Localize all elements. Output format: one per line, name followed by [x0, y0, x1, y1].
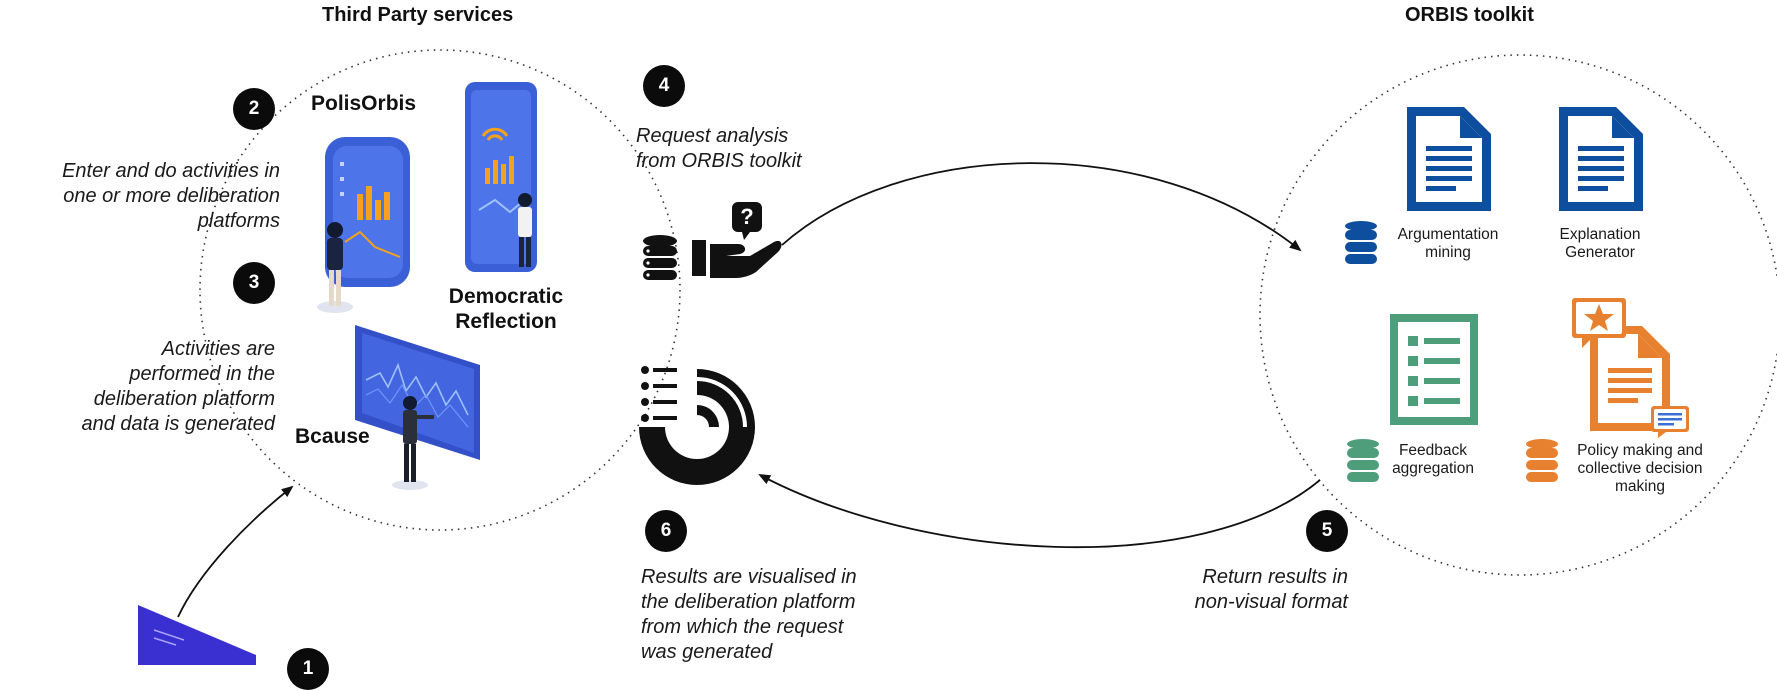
step-text-line: non-visual format — [1194, 591, 1348, 613]
step6-text: Results are visualised in the deliberati… — [641, 565, 857, 665]
tool-label-feedback: Feedback aggregation — [1378, 442, 1488, 478]
svg-text:?: ? — [740, 204, 753, 229]
arrow-request — [781, 162, 1302, 252]
laptop-illustration — [138, 605, 256, 665]
tablet-chart-illustration — [317, 137, 410, 313]
arrow-return — [758, 474, 1321, 549]
orbis-toolkit-circle — [1259, 54, 1777, 576]
step-text-line: performed in the — [129, 363, 275, 385]
arrow-enter — [177, 485, 294, 618]
database-icon — [1347, 439, 1379, 482]
step5-text: Return results in non-visual format — [1095, 565, 1348, 615]
third-party-circle — [199, 49, 681, 531]
tool-label-policy: Policy making and collective decision ma… — [1558, 442, 1722, 496]
tool-label-line: aggregation — [1392, 460, 1474, 477]
step-text-line: was generated — [641, 641, 773, 663]
step-text-line: Results are visualised in — [641, 566, 857, 588]
step-text-line: the deliberation platform — [641, 591, 856, 613]
tool-label-line: mining — [1425, 244, 1471, 261]
star-document-icon — [1572, 298, 1670, 431]
document-icon — [1559, 107, 1643, 211]
step-text-line: and data is generated — [81, 413, 276, 435]
chat-bubble-icon — [1651, 406, 1689, 438]
donut-chart-icon — [639, 369, 755, 485]
step-text-line: one or more deliberation — [63, 185, 280, 207]
step-text-line: Return results in — [1202, 566, 1348, 588]
wide-screen-chart-illustration — [355, 325, 480, 490]
tool-label-line: making — [1615, 478, 1665, 495]
step-badge-2: 2 — [233, 88, 275, 130]
database-icon — [643, 235, 677, 280]
platform-label-democratic-reflection: Democratic Reflection — [436, 284, 576, 334]
step-text-line: Request analysis — [636, 125, 789, 147]
hand-question-icon: ? — [692, 202, 782, 278]
checklist-icon — [1390, 314, 1478, 425]
step-text-line: from which the request — [641, 616, 844, 638]
database-icon — [1526, 439, 1558, 482]
tool-label-line: Explanation — [1559, 226, 1641, 243]
step-badge-5: 5 — [1306, 510, 1348, 552]
step-badge-6: 6 — [645, 510, 687, 552]
tool-label-line: Feedback — [1398, 442, 1468, 459]
step-text-line: deliberation platform — [93, 388, 275, 410]
third-party-title: Third Party services — [322, 4, 514, 26]
step-badge-1: 1 — [287, 648, 329, 690]
step-text-line: Enter and do activities in — [62, 160, 280, 182]
orbis-toolkit-title: ORBIS toolkit — [1405, 4, 1534, 26]
step-text-line: Activities are — [161, 338, 275, 360]
step-badge-3: 3 — [233, 262, 275, 304]
tool-label-line: Generator — [1565, 244, 1635, 261]
platform-label-bcause: Bcause — [295, 425, 370, 448]
connectors-layer — [177, 49, 1777, 618]
tool-label-argumentation: Argumentation mining — [1384, 226, 1512, 262]
step3-text: Activities are performed in the delibera… — [20, 337, 276, 437]
step4-text: Request analysis from ORBIS toolkit — [636, 124, 802, 174]
tool-label-line: Argumentation — [1397, 226, 1499, 243]
phone-chart-illustration — [465, 82, 537, 272]
step2-text: Enter and do activities in one or more d… — [10, 159, 280, 234]
orbis-flow-diagram: Third Party services ORBIS toolkit — [10, 4, 1777, 690]
document-icon — [1407, 107, 1491, 211]
tool-label-explanation: Explanation Generator — [1545, 226, 1655, 262]
tool-label-line: collective decision — [1577, 460, 1703, 477]
tool-label-line: Policy making and — [1577, 442, 1703, 459]
step-text-line: platforms — [197, 210, 280, 232]
step-badge-4: 4 — [643, 65, 685, 107]
platform-label-line: Democratic — [448, 285, 564, 308]
platform-label-line: Reflection — [455, 310, 557, 333]
database-icon — [1345, 221, 1377, 264]
step-text-line: from ORBIS toolkit — [636, 150, 802, 172]
list-icon — [641, 366, 677, 422]
platform-label-polisorbis: PolisOrbis — [311, 92, 417, 115]
